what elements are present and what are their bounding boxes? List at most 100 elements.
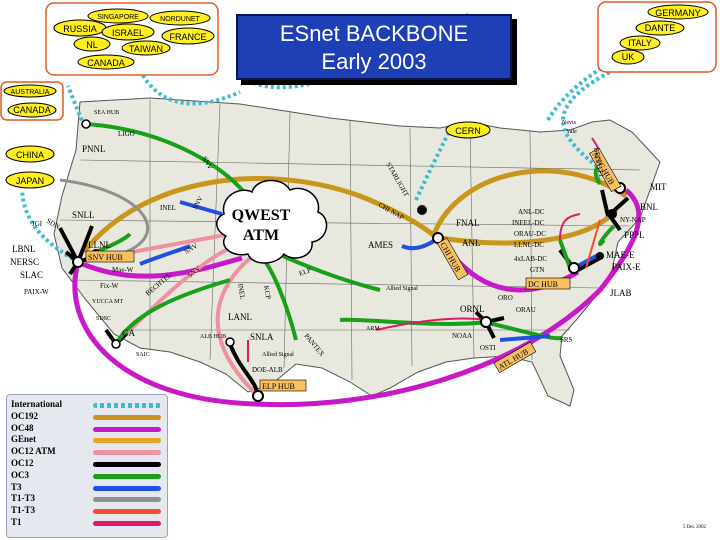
site-lbnl: LBNL xyxy=(12,244,36,254)
site-sea-hub: SEA HUB xyxy=(94,110,119,116)
legend-swatch xyxy=(93,462,161,467)
legend-swatch xyxy=(93,497,161,503)
qwest-atm-cloud: QWEST ATM xyxy=(216,179,328,264)
site-anl: ANL xyxy=(462,238,481,248)
legend-label: OC3 xyxy=(11,469,29,480)
credit-stamp: 5 Dec 2002 xyxy=(682,525,706,530)
intl-taiwan: TAIWAN xyxy=(129,44,163,54)
site-saic: SAIC xyxy=(136,352,150,358)
site-lanl: LANL xyxy=(228,312,252,322)
intl-japan: JAPAN xyxy=(16,176,44,186)
site-mit: MIT xyxy=(650,182,667,192)
tag-elp-link: ELP xyxy=(298,266,313,278)
legend-label: OC12 ATM xyxy=(11,446,56,457)
cloud-line1: QWEST xyxy=(232,207,291,224)
legend-swatch xyxy=(93,450,161,456)
intl-france: FRANCE xyxy=(169,32,206,42)
intl-canada-w: CANADA xyxy=(13,105,51,115)
intl-uk: UK xyxy=(622,52,635,62)
legend-label: OC48 xyxy=(11,422,34,433)
site-yale: Yale xyxy=(566,129,577,135)
site-pnnl: PNNL xyxy=(82,144,106,154)
node-atl xyxy=(480,316,492,328)
t1t3-orange-links xyxy=(585,219,601,269)
site-inel-dc: INEEL-DC xyxy=(512,219,545,227)
intl-israel: ISRAEL xyxy=(112,28,144,38)
site-ga: GA xyxy=(122,328,135,338)
intl-australia: AUSTRALIA xyxy=(11,89,50,96)
legend-label: OC192 xyxy=(11,410,38,421)
site-pppl: PPPL xyxy=(624,230,645,240)
site-nevis: Nevis xyxy=(562,120,577,126)
site-ny-nap: NY-NAP xyxy=(620,216,646,224)
site-slac: SLAC xyxy=(20,270,43,280)
site-ornl: ORNL xyxy=(460,304,485,314)
site-allied-mo: Allied Signal xyxy=(386,286,418,292)
site-mae-w: Mae-W xyxy=(112,266,134,274)
site-anl-dc: ANL-DC xyxy=(518,208,545,216)
legend-label: T1-T3 xyxy=(11,493,36,504)
site-4xlab-dc: 4xLAB-DC xyxy=(514,255,547,263)
site-jgi: JGI xyxy=(32,220,43,228)
site-arm: ARM xyxy=(366,326,380,332)
site-inel: INEL xyxy=(160,204,176,212)
node-elp xyxy=(252,390,264,402)
site-llnl-dc: LLNL-DC xyxy=(514,241,544,249)
intl-italy: ITALY xyxy=(628,38,652,48)
legend-swatch xyxy=(93,485,161,491)
intl-cern: CERN xyxy=(455,126,481,136)
node-snv xyxy=(72,256,84,268)
site-allied-nm: Allied Signal xyxy=(262,352,294,358)
site-labels: SEA HUB PNNL LIGO INEL LBNL NERSC SLAC P… xyxy=(10,110,667,374)
site-llnl: LLNL xyxy=(88,240,111,250)
legend-swatch xyxy=(93,473,161,479)
node-sea xyxy=(81,119,91,129)
intl-nordunet: NORDUNET xyxy=(160,16,200,23)
site-jlab: JLAB xyxy=(610,288,632,298)
legend-label: T1 xyxy=(11,517,22,527)
site-snll: SNLL xyxy=(72,210,95,220)
site-paix-e: PAIX-E xyxy=(612,262,641,272)
intl-canada: CANADA xyxy=(87,58,125,68)
map-title-box: ESnet BACKBONE Early 2003 xyxy=(236,14,512,80)
intl-dante: DANTE xyxy=(645,23,676,33)
intl-callout-asia: RUSSIA SINGAPORE NORDUNET ISRAEL NL FRAN… xyxy=(45,2,219,76)
legend-swatch xyxy=(93,521,161,526)
hub-dc: DC HUB xyxy=(528,280,558,289)
hub-snv: SNV HUB xyxy=(88,253,123,262)
site-bnl: BNL xyxy=(640,202,658,212)
intl-callout-europe: GERMANY DANTE ITALY UK xyxy=(597,1,717,73)
legend-swatch xyxy=(93,509,161,515)
site-noaa: NOAA xyxy=(452,332,472,340)
site-sdsc: SDSC xyxy=(96,316,111,322)
site-fnal: FNAL xyxy=(456,218,480,228)
cloud-line2: ATM xyxy=(243,227,279,244)
node-ga xyxy=(111,339,121,349)
node-bnl xyxy=(607,209,617,219)
node-starlight xyxy=(417,205,427,215)
intl-russia: RUSSIA xyxy=(63,24,97,34)
hub-alb: ALB HUB xyxy=(200,334,226,340)
node-dc xyxy=(568,262,580,274)
hub-elp: ELP HUB xyxy=(262,382,295,391)
site-snla: SNLA xyxy=(250,332,274,342)
site-nersc: NERSC xyxy=(10,257,39,267)
site-fix-w: Fix-W xyxy=(100,282,119,290)
legend-label: T3 xyxy=(11,481,22,492)
intl-callout-pacific: AUSTRALIA CANADA xyxy=(0,81,64,121)
legend-label: International xyxy=(11,399,63,409)
intl-germany: GERMANY xyxy=(655,8,701,18)
site-doe-alb: DOE-ALB xyxy=(252,366,283,374)
tag-inel-v: INEL xyxy=(236,283,247,300)
node-mae-e xyxy=(596,252,604,260)
site-gtn: GTN xyxy=(530,266,544,274)
site-orau: ORAU xyxy=(516,306,536,314)
legend-label: GEnet xyxy=(11,434,37,445)
site-orau-dc: ORAU-DC xyxy=(514,230,546,238)
site-paix-w: PAIX-W xyxy=(24,288,49,296)
legend-label: T1-T3 xyxy=(11,505,36,516)
intl-china: CHINA xyxy=(16,150,44,160)
intl-nl: NL xyxy=(86,40,98,50)
site-ames: AMES xyxy=(368,240,393,250)
